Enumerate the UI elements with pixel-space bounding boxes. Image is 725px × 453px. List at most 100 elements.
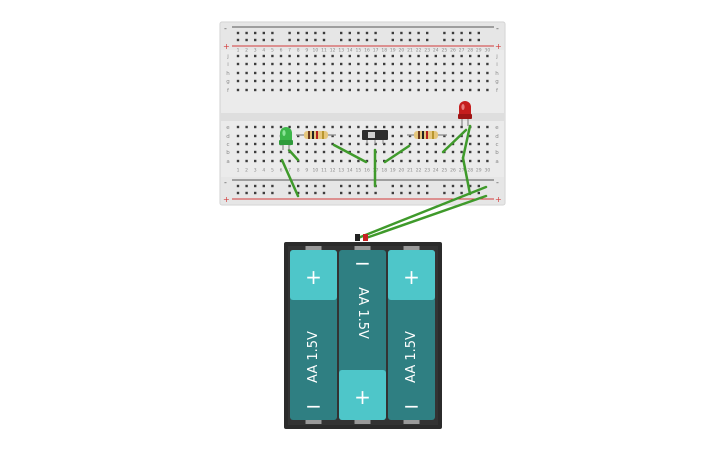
breadboard-hole[interactable] (434, 54, 437, 58)
rail-hole[interactable] (348, 38, 351, 42)
breadboard-hole[interactable] (254, 62, 257, 66)
rail-hole[interactable] (271, 38, 274, 42)
breadboard-hole[interactable] (297, 62, 300, 66)
breadboard-hole[interactable] (460, 142, 463, 146)
battery-pack[interactable]: +−AA 1.5V+−AA 1.5V+−AA 1.5V (284, 234, 442, 429)
breadboard-hole[interactable] (417, 142, 420, 146)
breadboard-hole[interactable] (305, 125, 308, 129)
breadboard-hole[interactable] (408, 159, 412, 163)
breadboard-hole[interactable] (426, 125, 429, 129)
breadboard-hole[interactable] (297, 142, 300, 146)
breadboard-hole[interactable] (486, 125, 489, 129)
breadboard-hole[interactable] (279, 71, 283, 75)
rail-hole[interactable] (451, 184, 455, 188)
rail-hole[interactable] (288, 184, 291, 188)
rail-hole[interactable] (262, 31, 265, 35)
rail-hole[interactable] (374, 38, 377, 42)
rail-hole[interactable] (297, 31, 300, 35)
breadboard-hole[interactable] (408, 134, 412, 138)
breadboard-hole[interactable] (245, 142, 248, 146)
breadboard-hole[interactable] (408, 88, 412, 92)
breadboard-hole[interactable] (288, 125, 291, 129)
breadboard-hole[interactable] (348, 88, 351, 92)
breadboard-hole[interactable] (469, 54, 472, 58)
breadboard-hole[interactable] (434, 125, 437, 129)
rail-hole[interactable] (314, 31, 317, 35)
breadboard-hole[interactable] (365, 150, 369, 154)
rail-hole[interactable] (451, 31, 455, 35)
rail-hole[interactable] (305, 191, 308, 195)
breadboard-hole[interactable] (348, 134, 351, 138)
breadboard-hole[interactable] (451, 159, 455, 163)
rail-hole[interactable] (236, 38, 240, 42)
breadboard-hole[interactable] (357, 150, 360, 154)
breadboard-hole[interactable] (460, 62, 463, 66)
breadboard-hole[interactable] (314, 62, 317, 66)
rail-hole[interactable] (314, 38, 317, 42)
breadboard-hole[interactable] (297, 150, 300, 154)
breadboard-hole[interactable] (357, 79, 360, 83)
rail-hole[interactable] (305, 184, 308, 188)
breadboard-hole[interactable] (262, 134, 265, 138)
breadboard-hole[interactable] (236, 142, 240, 146)
breadboard-hole[interactable] (426, 62, 429, 66)
breadboard-hole[interactable] (434, 62, 437, 66)
rail-hole[interactable] (297, 184, 300, 188)
breadboard-hole[interactable] (443, 88, 446, 92)
breadboard-hole[interactable] (426, 88, 429, 92)
breadboard-hole[interactable] (443, 62, 446, 66)
battery-cell[interactable]: +−AA 1.5V (388, 246, 435, 424)
breadboard-hole[interactable] (340, 142, 343, 146)
breadboard-hole[interactable] (314, 125, 317, 129)
breadboard-hole[interactable] (426, 54, 429, 58)
rail-hole[interactable] (348, 31, 351, 35)
breadboard-hole[interactable] (279, 54, 283, 58)
breadboard-hole[interactable] (451, 88, 455, 92)
breadboard-hole[interactable] (305, 79, 308, 83)
breadboard-hole[interactable] (417, 159, 420, 163)
led-green[interactable] (279, 127, 293, 150)
rail-hole[interactable] (340, 31, 343, 35)
breadboard-hole[interactable] (383, 150, 386, 154)
breadboard-hole[interactable] (305, 88, 308, 92)
wire-switch-to-resistor2[interactable] (383, 144, 411, 164)
breadboard-hole[interactable] (391, 150, 394, 154)
rail-hole[interactable] (391, 38, 394, 42)
rail-hole[interactable] (460, 31, 463, 35)
breadboard-hole[interactable] (271, 142, 274, 146)
rail-hole[interactable] (340, 191, 343, 195)
breadboard-hole[interactable] (262, 54, 265, 58)
breadboard-hole[interactable] (460, 79, 463, 83)
rail-hole[interactable] (443, 31, 446, 35)
rail-hole[interactable] (245, 38, 248, 42)
breadboard-hole[interactable] (288, 159, 291, 163)
breadboard-hole[interactable] (322, 150, 326, 154)
breadboard-hole[interactable] (245, 62, 248, 66)
breadboard-hole[interactable] (443, 125, 446, 129)
rail-hole[interactable] (400, 31, 403, 35)
breadboard-hole[interactable] (477, 142, 480, 146)
breadboard-hole[interactable] (460, 125, 463, 129)
breadboard-hole[interactable] (460, 159, 463, 163)
breadboard-hole[interactable] (340, 159, 343, 163)
breadboard-hole[interactable] (245, 88, 248, 92)
breadboard-hole[interactable] (391, 79, 394, 83)
rail-hole[interactable] (426, 31, 429, 35)
breadboard-hole[interactable] (357, 62, 360, 66)
breadboard-hole[interactable] (245, 150, 248, 154)
breadboard-hole[interactable] (236, 125, 240, 129)
breadboard-hole[interactable] (426, 142, 429, 146)
breadboard-hole[interactable] (314, 71, 317, 75)
breadboard-hole[interactable] (365, 71, 369, 75)
rail-hole[interactable] (262, 184, 265, 188)
rail-hole[interactable] (236, 31, 240, 35)
breadboard-hole[interactable] (348, 71, 351, 75)
rail-hole[interactable] (365, 191, 369, 195)
rail-hole[interactable] (245, 184, 248, 188)
breadboard-hole[interactable] (357, 142, 360, 146)
breadboard-hole[interactable] (451, 134, 455, 138)
breadboard-hole[interactable] (400, 125, 403, 129)
breadboard-hole[interactable] (322, 159, 326, 163)
breadboard-hole[interactable] (443, 79, 446, 83)
rail-hole[interactable] (254, 184, 257, 188)
